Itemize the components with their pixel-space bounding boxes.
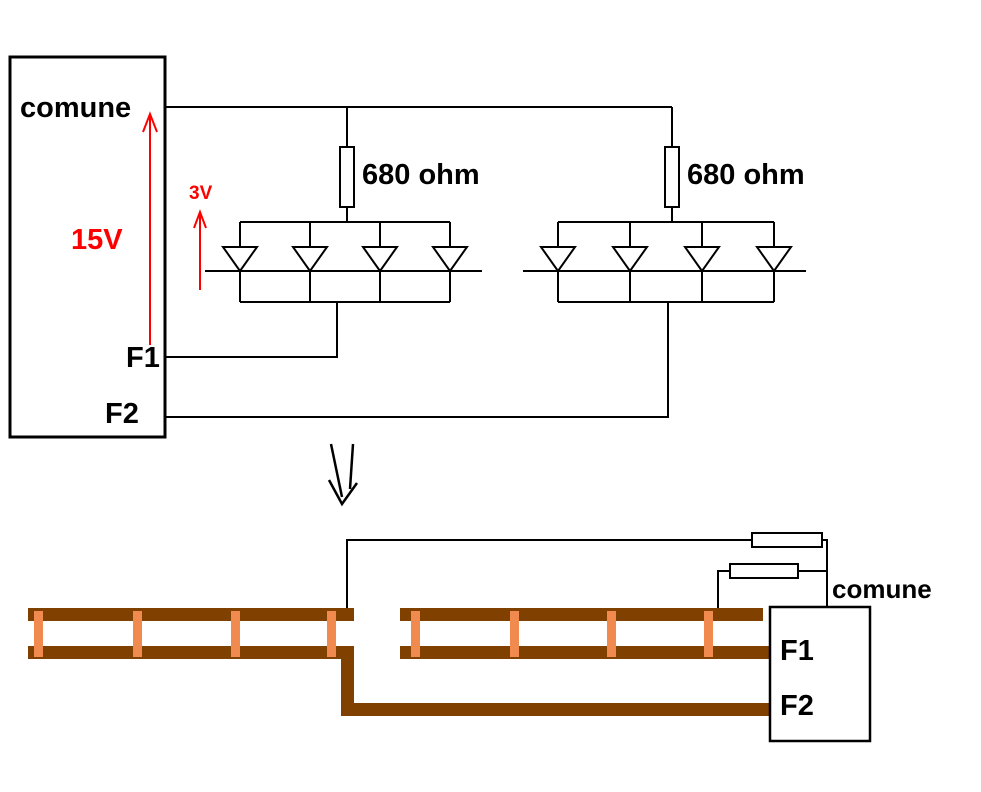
led-diode bbox=[684, 221, 720, 303]
led-strips bbox=[28, 608, 771, 716]
resistor-right-label: 680 ohm bbox=[687, 159, 805, 191]
led-diode bbox=[362, 221, 398, 303]
supply-common-label: comune bbox=[20, 92, 132, 124]
resistor-right bbox=[664, 146, 680, 208]
led-diode bbox=[756, 221, 792, 303]
led-diode bbox=[540, 221, 576, 303]
strip-left-bottom-bar bbox=[28, 646, 354, 659]
strip-left-top-bar bbox=[28, 608, 354, 621]
strip-led bbox=[510, 611, 519, 657]
strip-leds bbox=[34, 611, 713, 657]
f1-wire bbox=[165, 302, 338, 358]
strip-led bbox=[704, 611, 713, 657]
strip-f2-run bbox=[341, 703, 771, 716]
strip-right-top-bar bbox=[400, 608, 763, 621]
strip-led bbox=[607, 611, 616, 657]
box-common-label: comune bbox=[832, 574, 932, 604]
led-group-1 bbox=[222, 221, 468, 303]
strip-led bbox=[327, 611, 336, 657]
led-diode bbox=[222, 221, 258, 303]
resistor-left bbox=[339, 146, 355, 208]
box-f2-label: F2 bbox=[780, 690, 814, 722]
led-group-2 bbox=[540, 221, 792, 303]
supply-voltage-label: 15V bbox=[71, 224, 123, 256]
led-diode bbox=[612, 221, 648, 303]
strip-wiring bbox=[346, 532, 828, 608]
resistor-left-label: 680 ohm bbox=[362, 159, 480, 191]
power-supply-box bbox=[8, 55, 167, 439]
f2-wire bbox=[165, 302, 669, 418]
connection-box bbox=[768, 605, 872, 743]
strip-resistor-2 bbox=[729, 563, 799, 579]
schematic-wires bbox=[8, 55, 806, 439]
box-f1-label: F1 bbox=[780, 635, 814, 667]
led-voltage-label: 3V bbox=[189, 183, 213, 204]
strip-led bbox=[231, 611, 240, 657]
strip-elbow-vertical bbox=[341, 646, 354, 716]
led-diode bbox=[292, 221, 328, 303]
transforms-into-arrow bbox=[327, 443, 359, 507]
supply-f2-label: F2 bbox=[105, 398, 139, 430]
voltage-arrow-3v bbox=[193, 209, 207, 290]
supply-f1-label: F1 bbox=[126, 342, 160, 374]
strip-led bbox=[34, 611, 43, 657]
strip-common-drop-wire bbox=[822, 539, 828, 607]
strip-common-wire-right bbox=[717, 570, 730, 608]
strip-right-bottom-bar bbox=[400, 646, 771, 659]
led-diode bbox=[432, 221, 468, 303]
strip-led bbox=[133, 611, 142, 657]
strip-common-wire-left bbox=[346, 539, 752, 608]
voltage-arrow-15v bbox=[142, 111, 158, 345]
strip-led bbox=[411, 611, 420, 657]
strip-resistor-1 bbox=[751, 532, 823, 548]
